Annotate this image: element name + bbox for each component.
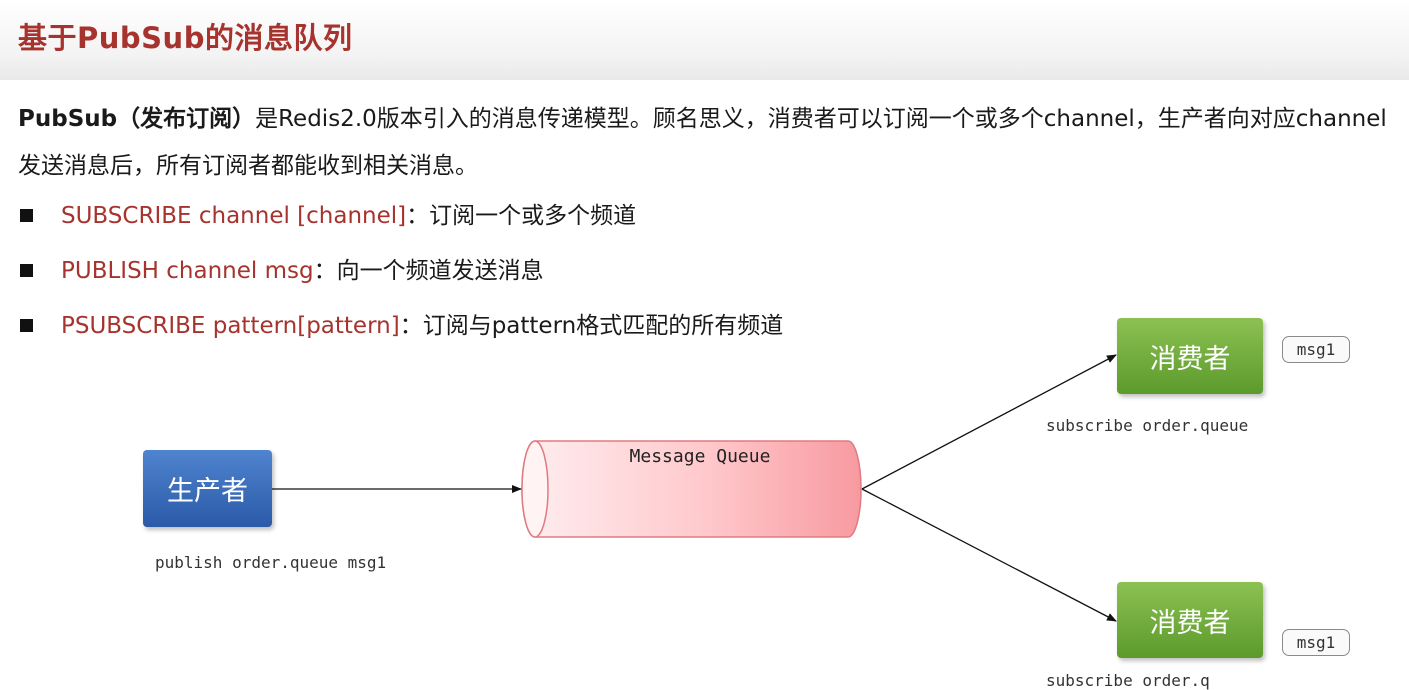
command-name: PUBLISH channel msg xyxy=(61,258,314,284)
message-queue-cylinder xyxy=(521,440,862,538)
bullet-square-icon xyxy=(20,319,33,332)
intro-bold-term: PubSub（发布订阅） xyxy=(18,106,256,132)
command-description: ：向一个频道发送消息 xyxy=(313,258,544,284)
consumer-box-2: 消费者 xyxy=(1117,582,1263,658)
producer-caption: publish order.queue msg1 xyxy=(155,553,387,572)
intro-paragraph: PubSub（发布订阅）是Redis2.0版本引入的消息传递模型。顾名思义，消费… xyxy=(18,96,1388,190)
producer-box: 生产者 xyxy=(143,450,272,527)
command-description: ：订阅一个或多个频道 xyxy=(406,203,637,229)
message-tag-1: msg1 xyxy=(1282,336,1350,363)
slide-header: 基于PubSub的消息队列 xyxy=(0,0,1409,80)
arrow-queue-to-consumer-2 xyxy=(861,488,1117,622)
intro-text: 是Redis2.0版本引入的消息传递模型。顾名思义，消费者可以订阅一个或多个ch… xyxy=(18,106,1387,179)
command-description: ：订阅与pattern格式匹配的所有频道 xyxy=(399,313,784,339)
queue-label: Message Queue xyxy=(629,446,771,467)
message-tag-2: msg1 xyxy=(1282,629,1350,656)
bullet-square-icon xyxy=(20,264,33,277)
command-name: PSUBSCRIBE pattern[pattern] xyxy=(61,313,400,339)
consumer-caption-2: subscribe order.q xyxy=(1046,671,1210,690)
arrow-queue-to-consumer-1 xyxy=(861,354,1117,490)
slide-title: 基于PubSub的消息队列 xyxy=(18,21,353,55)
consumer-caption-1: subscribe order.queue xyxy=(1046,416,1249,435)
consumer-box-1: 消费者 xyxy=(1117,318,1263,394)
bullet-square-icon xyxy=(20,209,33,222)
command-name: SUBSCRIBE channel [channel] xyxy=(61,203,407,229)
